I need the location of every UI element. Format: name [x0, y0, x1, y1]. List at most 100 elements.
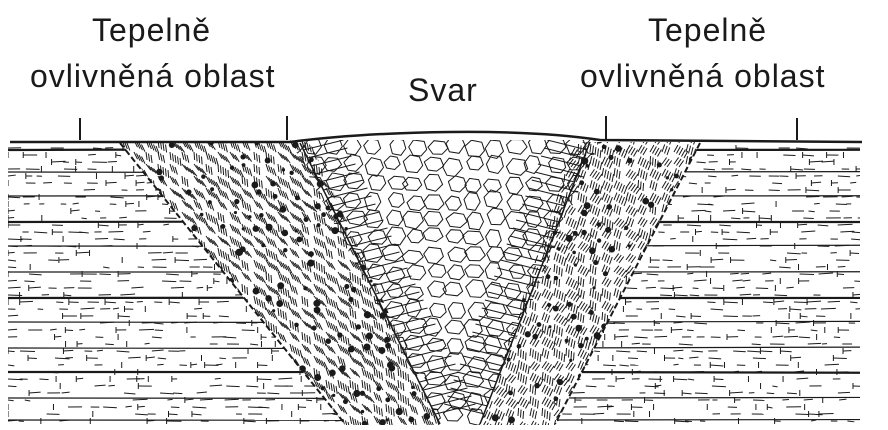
haz-hatch-line — [466, 421, 469, 428]
haz-dark-speck — [208, 200, 212, 204]
haz-hatch-line — [602, 168, 604, 176]
haz-hatch-line — [218, 212, 219, 220]
haz-dark-speck — [185, 251, 191, 257]
haz-hatch-line — [346, 385, 348, 393]
base-grain-dash — [163, 224, 169, 225]
haz-hatch-line — [197, 394, 198, 402]
base-grain-dash — [821, 308, 836, 309]
base-grain-dash — [200, 399, 213, 400]
haz-hatch-line — [269, 238, 272, 245]
haz-hatch-line — [158, 404, 163, 411]
haz-hatch-line — [127, 359, 129, 367]
haz-hatch-line — [542, 156, 543, 164]
haz-hatch-line — [158, 248, 161, 255]
haz-hatch-line — [530, 181, 534, 188]
base-grain-dash — [705, 211, 712, 212]
haz-hatch-line — [322, 217, 324, 225]
haz-hatch-line — [432, 362, 435, 370]
haz-hatch-line — [389, 418, 390, 426]
haz-hatch-line — [190, 325, 191, 333]
haz-hatch-line — [338, 380, 340, 388]
haz-dark-speck — [191, 225, 197, 231]
haz-dark-speck — [263, 427, 270, 430]
haz-dark-speck — [384, 337, 390, 343]
base-grain-dash — [646, 287, 656, 288]
base-grain-dash — [799, 337, 810, 338]
base-grain-dash — [50, 329, 57, 330]
base-grain-dash — [117, 351, 130, 352]
haz-hatch-line — [391, 167, 394, 175]
haz-dark-speck — [150, 423, 154, 427]
haz-hatch-line — [218, 320, 221, 327]
haz-hatch-line — [185, 310, 187, 318]
haz-hatch-line — [118, 277, 119, 285]
haz-hatch-line — [415, 215, 420, 222]
haz-hatch-line — [233, 394, 235, 402]
haz-hatch-line — [295, 179, 298, 186]
haz-hatch-line — [218, 344, 222, 351]
haz-dark-speck — [688, 176, 692, 180]
base-grain-dash — [779, 267, 790, 268]
base-grain-dash — [836, 204, 847, 205]
haz-hatch-line — [204, 338, 208, 345]
base-grain-dash — [556, 371, 568, 372]
haz-hatch-line — [156, 230, 159, 237]
haz-hatch-line — [233, 310, 237, 317]
haz-hatch-line — [127, 407, 132, 414]
haz-hatch-line — [454, 217, 459, 223]
haz-hatch-line — [341, 358, 343, 366]
haz-hatch-line — [235, 143, 237, 151]
haz-hatch-line — [410, 404, 413, 412]
haz-hatch-line — [281, 310, 282, 318]
base-grain-dash — [687, 225, 701, 226]
base-grain-dash — [138, 406, 145, 407]
haz-hatch-line — [266, 188, 267, 196]
haz-hatch-line — [221, 310, 225, 317]
haz-hatch-line — [233, 214, 236, 221]
haz-hatch-line — [278, 356, 282, 363]
haz-hatch-line — [458, 356, 461, 363]
base-grain-dash — [804, 399, 813, 400]
haz-hatch-line — [391, 335, 394, 342]
haz-hatch-line — [281, 358, 285, 365]
haz-hatch-line — [322, 421, 324, 429]
haz-dark-speck — [234, 199, 239, 204]
haz-hatch-line — [314, 224, 316, 232]
haz-hatch-line — [199, 395, 200, 403]
haz-hatch-line — [247, 323, 251, 330]
haz-hatch-line — [382, 373, 383, 381]
base-grain-dash — [145, 343, 150, 344]
haz-hatch-line — [413, 274, 415, 282]
haz-hatch-line — [259, 263, 262, 271]
haz-hatch-line — [451, 143, 456, 149]
base-grain-dash — [192, 407, 206, 408]
haz-hatch-line — [288, 302, 290, 310]
haz-hatch-line — [125, 166, 130, 172]
base-grain-dash — [679, 344, 693, 345]
haz-hatch-line — [413, 142, 415, 150]
base-grain-dash — [842, 196, 853, 197]
haz-hatch-line — [130, 253, 133, 260]
base-grain-dash — [291, 176, 303, 177]
haz-hatch-line — [372, 302, 374, 310]
haz-hatch-line — [197, 250, 198, 258]
haz-hatch-line — [218, 284, 223, 290]
haz-hatch-line — [334, 277, 336, 285]
base-grain-dash — [194, 259, 207, 260]
base-grain-dash — [125, 302, 133, 303]
haz-dark-speck — [343, 399, 348, 404]
haz-hatch-line — [170, 152, 171, 160]
haz-hatch-line — [370, 349, 372, 357]
haz-hatch-line — [276, 374, 279, 381]
haz-hatch-line — [113, 310, 116, 317]
haz-hatch-line — [458, 344, 460, 352]
base-grain-dash — [598, 267, 607, 268]
haz-hatch-line — [314, 248, 317, 255]
haz-dark-speck — [294, 229, 297, 232]
haz-hatch-line — [125, 334, 126, 342]
base-grain-dash — [787, 253, 801, 254]
haz-hatch-line — [264, 350, 266, 358]
haz-hatch-line — [235, 191, 238, 198]
haz-hatch-line — [194, 320, 197, 327]
haz-hatch-line — [444, 278, 448, 285]
